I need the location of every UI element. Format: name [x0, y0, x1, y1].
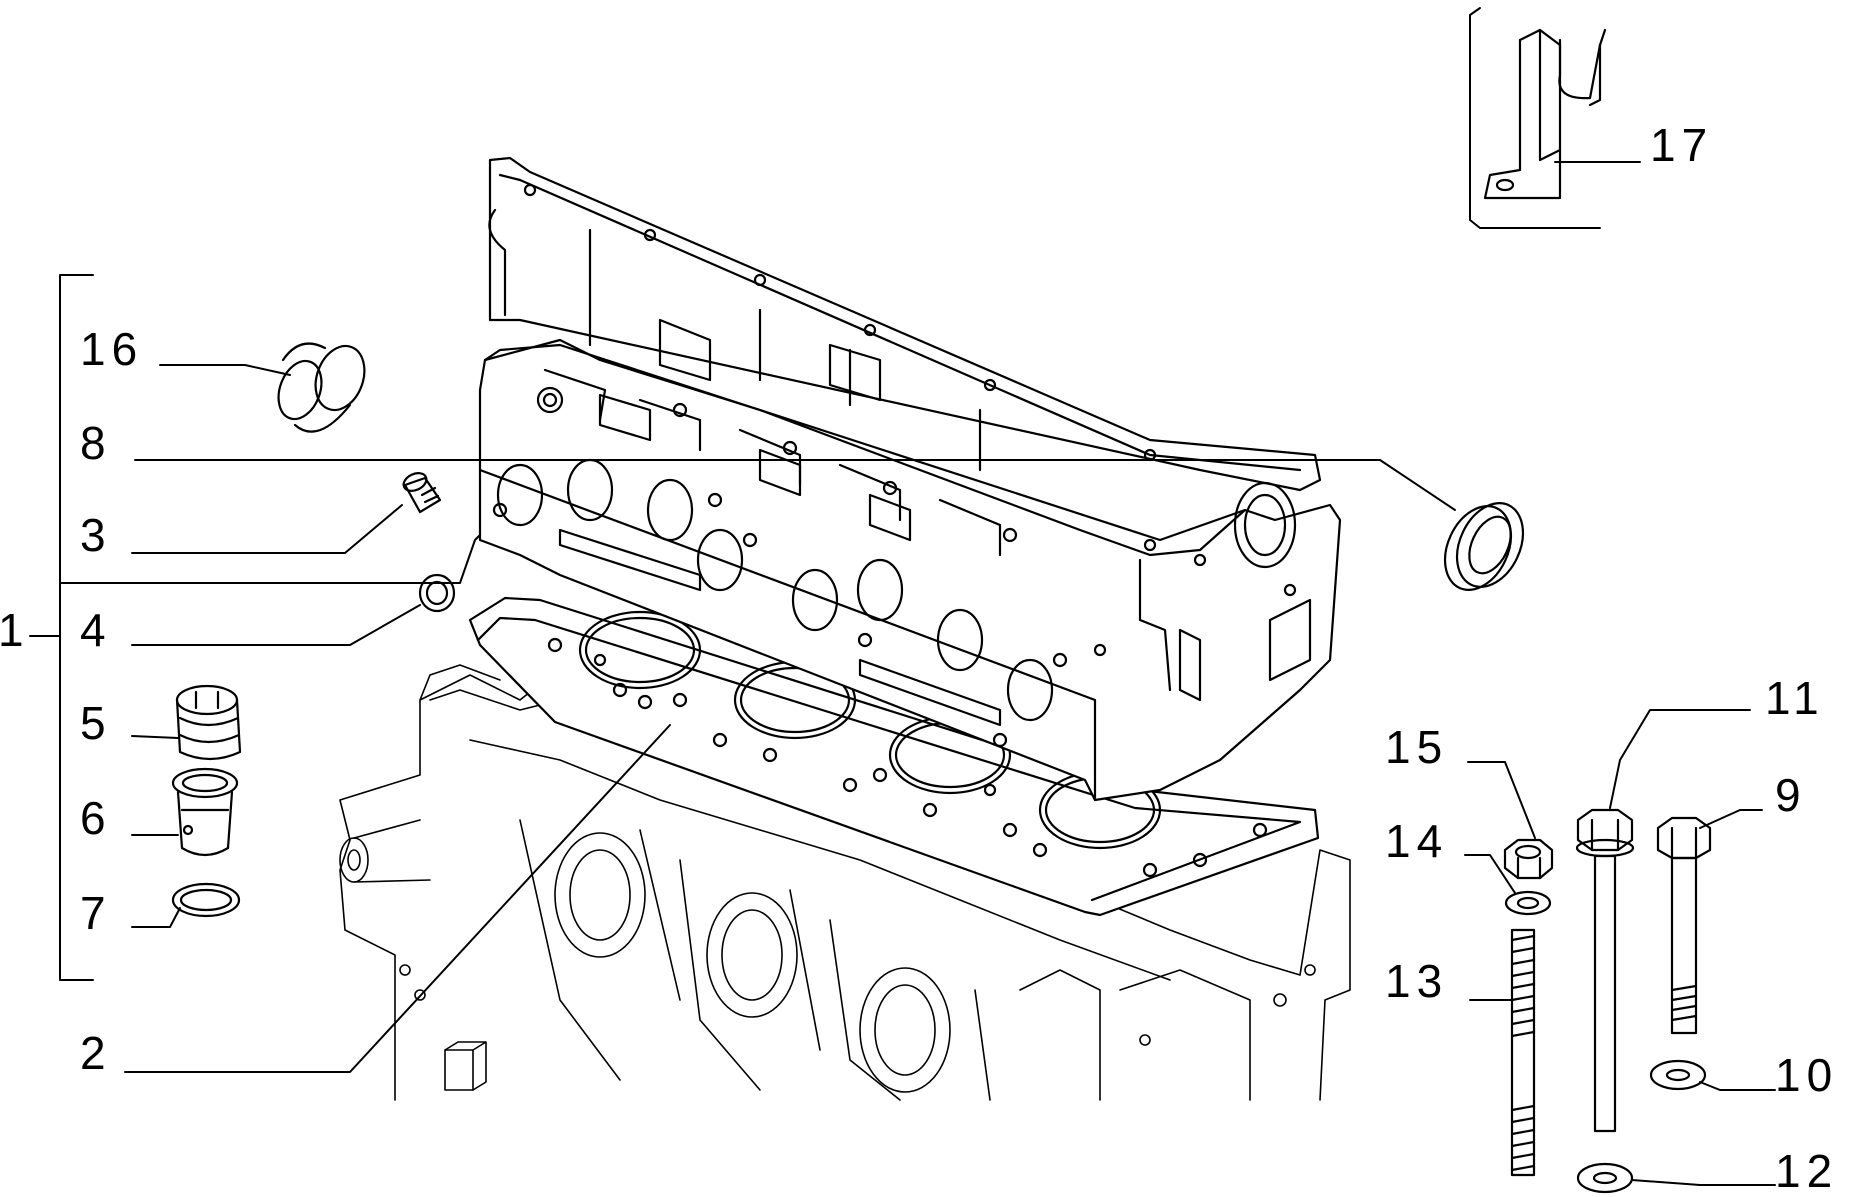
- callout-1: 1: [0, 604, 30, 656]
- callout-2: 2: [80, 1027, 112, 1079]
- bolt-11: [1577, 810, 1633, 1131]
- callout-4: 4: [80, 604, 112, 656]
- tappet-6: [173, 769, 237, 855]
- callout-7: 7: [80, 887, 112, 939]
- leader-lines: [30, 8, 1775, 1185]
- engine-block: [340, 665, 1350, 1100]
- callout-12: 12: [1775, 1145, 1839, 1197]
- cap-plug-16: [271, 339, 368, 432]
- callout-5: 5: [80, 697, 112, 749]
- washer-7: [173, 884, 239, 916]
- callout-10: 10: [1775, 1049, 1839, 1101]
- callout-9: 9: [1775, 769, 1807, 821]
- valve-guide-5: [177, 686, 240, 759]
- washer-12: [1578, 1164, 1632, 1192]
- callout-17: 17: [1650, 119, 1714, 171]
- callout-8: 8: [80, 417, 112, 469]
- callout-3: 3: [80, 509, 112, 561]
- oil-seal-8: [1432, 492, 1536, 600]
- threaded-plug-3: [401, 470, 440, 512]
- nut-15: [1505, 840, 1552, 878]
- bracket-17: [1485, 30, 1605, 198]
- callout-14: 14: [1385, 815, 1449, 867]
- valve-seat-4: [420, 575, 454, 611]
- callout-16: 16: [80, 323, 144, 375]
- washer-14: [1506, 892, 1550, 914]
- washer-10: [1651, 1061, 1705, 1089]
- callout-6: 6: [80, 792, 112, 844]
- callout-15: 15: [1385, 721, 1449, 773]
- stud-13: [1512, 930, 1534, 1175]
- bolt-9: [1658, 818, 1710, 1033]
- head-gasket: [470, 598, 1318, 915]
- callout-11: 11: [1765, 672, 1825, 724]
- cylinder-head: [480, 158, 1340, 800]
- callout-13: 13: [1385, 955, 1449, 1007]
